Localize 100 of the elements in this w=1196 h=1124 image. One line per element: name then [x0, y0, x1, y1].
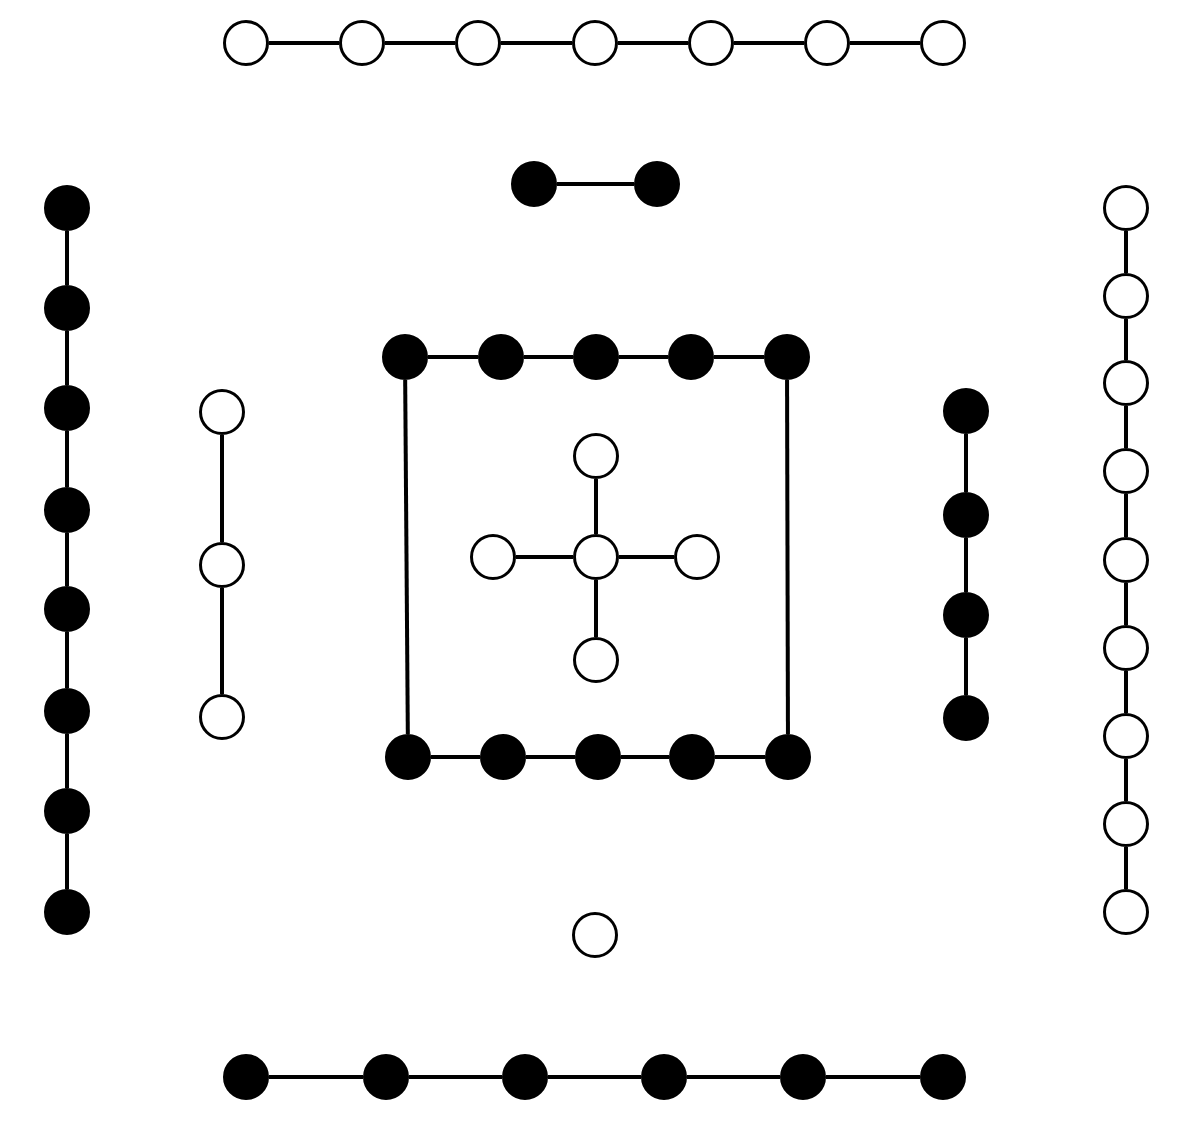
- connector-line: [409, 1075, 502, 1079]
- connector-line: [714, 355, 764, 359]
- connector-line: [964, 538, 968, 592]
- hollow-circle: [1103, 448, 1149, 494]
- connector-line: [220, 588, 224, 694]
- connector-line: [65, 632, 69, 688]
- hollow-circle: [573, 534, 619, 580]
- connector-line: [850, 41, 920, 45]
- connector-line: [557, 182, 634, 186]
- hollow-circle: [688, 20, 734, 66]
- connector-line: [594, 580, 598, 637]
- connector-line: [1124, 319, 1128, 360]
- hollow-circle: [1103, 801, 1149, 847]
- hollow-circle: [223, 20, 269, 66]
- connector-line: [65, 834, 69, 889]
- connector-line: [964, 638, 968, 695]
- hollow-circle: [199, 694, 245, 740]
- connector-line: [65, 431, 69, 487]
- connector-line: [65, 533, 69, 586]
- hollow-circle: [339, 20, 385, 66]
- filled-dot: [44, 788, 90, 834]
- filled-dot: [44, 487, 90, 533]
- filled-dot: [223, 1054, 269, 1100]
- connector-line: [785, 380, 790, 734]
- connector-line: [516, 555, 573, 559]
- connector-line: [1124, 847, 1128, 889]
- connector-line: [65, 734, 69, 788]
- hollow-circle: [199, 389, 245, 435]
- filled-dot: [44, 586, 90, 632]
- filled-dot: [669, 734, 715, 780]
- connector-line: [269, 1075, 363, 1079]
- connector-line: [1124, 406, 1128, 448]
- connector-line: [964, 434, 968, 492]
- hollow-circle: [470, 534, 516, 580]
- connector-line: [526, 755, 575, 759]
- hollow-circle: [804, 20, 850, 66]
- hollow-circle: [1103, 360, 1149, 406]
- connector-line: [1124, 494, 1128, 537]
- filled-dot: [363, 1054, 409, 1100]
- connector-line: [619, 355, 668, 359]
- filled-dot: [511, 161, 557, 207]
- hollow-circle: [920, 20, 966, 66]
- filled-dot: [765, 734, 811, 780]
- connector-line: [220, 435, 224, 542]
- filled-dot: [382, 334, 428, 380]
- filled-dot: [573, 334, 619, 380]
- filled-dot: [641, 1054, 687, 1100]
- filled-dot: [502, 1054, 548, 1100]
- connector-line: [687, 1075, 780, 1079]
- connector-line: [269, 41, 339, 45]
- connector-line: [431, 755, 480, 759]
- filled-dot: [943, 592, 989, 638]
- connector-line: [428, 355, 478, 359]
- filled-dot: [668, 334, 714, 380]
- connector-line: [403, 380, 410, 734]
- connector-line: [1124, 583, 1128, 625]
- hollow-circle: [1103, 625, 1149, 671]
- hollow-circle: [1103, 273, 1149, 319]
- filled-dot: [44, 688, 90, 734]
- filled-dot: [44, 185, 90, 231]
- filled-dot: [634, 161, 680, 207]
- filled-dot: [44, 889, 90, 935]
- connector-line: [1124, 231, 1128, 273]
- hollow-circle: [573, 637, 619, 683]
- filled-dot: [385, 734, 431, 780]
- connector-line: [65, 331, 69, 385]
- connector-line: [385, 41, 455, 45]
- hollow-circle: [1103, 889, 1149, 935]
- hollow-circle: [573, 433, 619, 479]
- hollow-circle: [674, 534, 720, 580]
- connector-line: [619, 555, 674, 559]
- connector-line: [65, 231, 69, 285]
- connector-line: [524, 355, 573, 359]
- connector-line: [618, 41, 688, 45]
- filled-dot: [943, 695, 989, 741]
- filled-dot: [480, 734, 526, 780]
- filled-dot: [764, 334, 810, 380]
- filled-dot: [478, 334, 524, 380]
- filled-dot: [44, 285, 90, 331]
- hollow-circle: [1103, 537, 1149, 583]
- connector-line: [621, 755, 669, 759]
- filled-dot: [575, 734, 621, 780]
- connector-line: [1124, 759, 1128, 801]
- connector-line: [826, 1075, 920, 1079]
- hollow-circle: [1103, 713, 1149, 759]
- hollow-circle: [199, 542, 245, 588]
- filled-dot: [943, 388, 989, 434]
- connector-line: [734, 41, 804, 45]
- hollow-circle: [1103, 185, 1149, 231]
- hollow-circle: [572, 912, 618, 958]
- connector-line: [715, 755, 765, 759]
- connector-line: [548, 1075, 641, 1079]
- hollow-circle: [455, 20, 501, 66]
- hollow-circle: [572, 20, 618, 66]
- connector-line: [501, 41, 572, 45]
- filled-dot: [943, 492, 989, 538]
- connector-line: [594, 479, 598, 534]
- connector-line: [1124, 671, 1128, 713]
- filled-dot: [44, 385, 90, 431]
- filled-dot: [920, 1054, 966, 1100]
